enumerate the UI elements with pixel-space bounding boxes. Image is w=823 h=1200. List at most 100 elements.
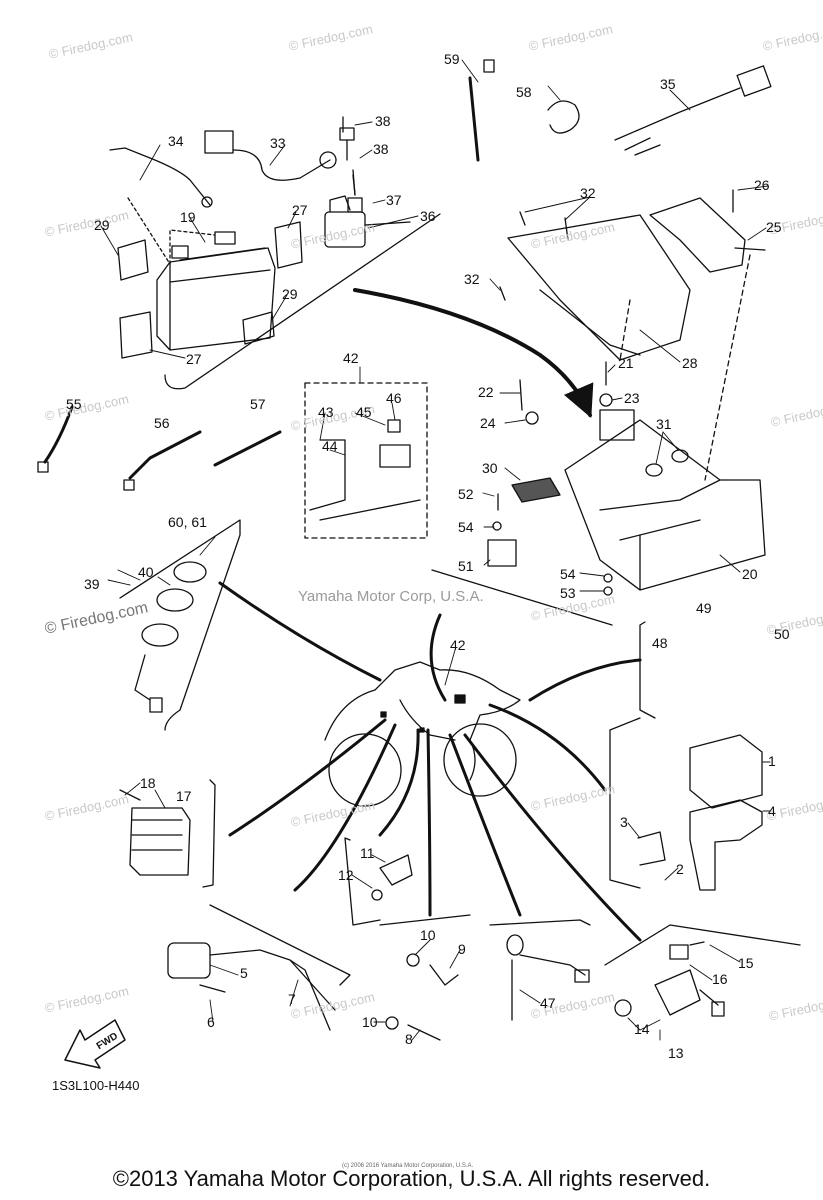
sensor-47 <box>506 934 590 1021</box>
callout-19: 19 <box>180 209 196 225</box>
callout-4: 4 <box>768 803 776 819</box>
pad-30 <box>511 477 561 503</box>
cap-31a <box>645 463 663 477</box>
assembly-arrow <box>353 288 594 418</box>
callout-30: 30 <box>482 460 498 476</box>
center-watermark: Yamaha Motor Corp, U.S.A. <box>298 588 484 605</box>
callout-51: 51 <box>458 558 474 574</box>
callout-35: 35 <box>660 76 676 92</box>
callout-54-top: 54 <box>458 519 474 535</box>
callout-32-left: 32 <box>464 271 480 287</box>
callout-28: 28 <box>682 355 698 371</box>
callout-26: 26 <box>754 177 770 193</box>
bracket-25 <box>649 197 746 273</box>
callout-36: 36 <box>420 208 436 224</box>
callout-16: 16 <box>712 971 728 987</box>
motorcycle-silhouette <box>324 661 521 807</box>
callout-9: 9 <box>458 941 466 957</box>
callout-27-bottom: 27 <box>186 351 202 367</box>
callout-18: 18 <box>140 775 156 791</box>
battery-positive-lead <box>204 130 337 181</box>
battery-body <box>156 231 276 351</box>
clamp-58 <box>547 100 580 134</box>
callout-44: 44 <box>322 438 338 454</box>
battery-pad-29-right <box>242 311 275 345</box>
small-copyright: (c) 2006 2016 Yamaha Motor Corporation, … <box>342 1163 474 1169</box>
callout-17: 17 <box>176 788 192 804</box>
callout-49: 49 <box>696 600 712 616</box>
rectifier-regulator <box>129 807 191 876</box>
callout-39: 39 <box>84 576 100 592</box>
callout-34: 34 <box>168 133 184 149</box>
tie-55 <box>43 405 74 464</box>
cable-tie-59 <box>468 76 480 162</box>
callout-22: 22 <box>478 384 494 400</box>
fuse-holder-51 <box>487 539 517 567</box>
callout-32-top: 32 <box>580 185 596 201</box>
sensor-switches <box>385 953 459 1041</box>
callout-53: 53 <box>560 585 576 601</box>
callout-55: 55 <box>66 396 82 412</box>
callout-6: 6 <box>207 1014 215 1030</box>
battery-negative-lead <box>109 147 213 208</box>
callout-12: 12 <box>338 867 354 883</box>
battery-box <box>507 214 766 591</box>
callout-1: 1 <box>768 753 776 769</box>
callout-47: 47 <box>540 995 556 1011</box>
battery-pad-27-top <box>274 221 303 269</box>
callout-8: 8 <box>405 1031 413 1047</box>
callout-25: 25 <box>766 219 782 235</box>
callout-42-bike: 42 <box>450 637 466 653</box>
ecu-unit <box>637 734 763 891</box>
diagram-code: 1S3L100-H440 <box>52 1078 140 1093</box>
battery-group-bracket <box>164 213 441 390</box>
callout-57: 57 <box>250 396 266 412</box>
callout-7: 7 <box>288 991 296 1007</box>
callout-56: 56 <box>154 415 170 431</box>
callout-60-61: 60, 61 <box>168 514 207 530</box>
callout-29-left: 29 <box>94 217 110 233</box>
callout-20: 20 <box>742 566 758 582</box>
callout-2: 2 <box>676 861 684 877</box>
tie-56 <box>128 430 202 480</box>
ignition-coil <box>167 942 336 1031</box>
cap-31b <box>671 449 689 463</box>
callout-46: 46 <box>386 390 402 406</box>
sensor-11 <box>379 854 413 886</box>
callout-38-top: 38 <box>375 113 391 129</box>
callout-23: 23 <box>624 390 640 406</box>
callout-31: 31 <box>656 416 672 432</box>
callout-42-box: 42 <box>343 350 359 366</box>
callout-27-top: 27 <box>292 202 308 218</box>
callout-40: 40 <box>138 564 154 580</box>
battery-pad-29-left <box>117 239 149 281</box>
battery-pad-27-bottom <box>119 311 153 359</box>
leader-lines <box>218 581 642 942</box>
callout-10-bottom: 10 <box>362 1014 378 1030</box>
callout-14: 14 <box>634 1021 650 1037</box>
callout-3: 3 <box>620 814 628 830</box>
callout-5: 5 <box>240 965 248 981</box>
callout-15: 15 <box>738 955 754 971</box>
sensor-13 <box>614 944 725 1017</box>
callout-43: 43 <box>318 404 334 420</box>
callout-10-top: 10 <box>420 927 436 943</box>
callout-11: 11 <box>360 845 375 861</box>
callout-33: 33 <box>270 135 286 151</box>
callout-58: 58 <box>516 84 532 100</box>
main-switch <box>119 519 241 731</box>
callout-29-right: 29 <box>282 286 298 302</box>
fwd-arrow <box>64 1019 126 1069</box>
callout-24: 24 <box>480 415 496 431</box>
callout-13: 13 <box>668 1045 684 1061</box>
callout-54-bottom: 54 <box>560 566 576 582</box>
tie-57 <box>213 430 282 467</box>
wire-harness-35 <box>614 65 772 156</box>
callout-37: 37 <box>386 192 402 208</box>
callout-45: 45 <box>356 404 372 420</box>
callout-52: 52 <box>458 486 474 502</box>
callout-59: 59 <box>444 51 460 67</box>
callout-50: 50 <box>774 626 790 642</box>
